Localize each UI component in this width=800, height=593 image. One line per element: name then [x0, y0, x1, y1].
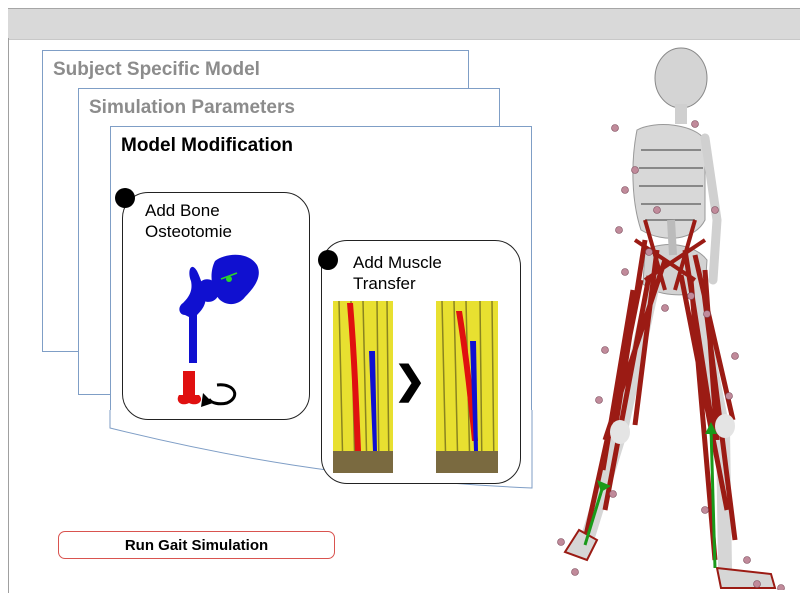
- musculoskeletal-model-view[interactable]: [545, 40, 800, 590]
- muscle-after-image: [436, 301, 498, 473]
- add-bone-osteotomie-card[interactable]: Add Bone Osteotomie: [122, 192, 310, 420]
- simulation-parameters-title: Simulation Parameters: [89, 97, 295, 119]
- run-gait-simulation-button[interactable]: Run Gait Simulation: [58, 531, 335, 559]
- add-muscle-label: Add Muscle Transfer: [353, 252, 442, 294]
- add-muscle-transfer-card[interactable]: Add Muscle Transfer ❯: [321, 240, 521, 484]
- model-modification-title: Model Modification: [121, 135, 293, 157]
- transfer-arrow-icon: ❯: [394, 358, 426, 403]
- bone-card-bullet: [115, 188, 135, 208]
- muscle-before-image: [333, 301, 393, 473]
- femur-osteotomy-icon: [153, 251, 283, 411]
- add-bone-label: Add Bone Osteotomie: [145, 200, 232, 242]
- subject-specific-model-title: Subject Specific Model: [53, 59, 260, 81]
- window-titlebar: [8, 8, 800, 40]
- muscle-card-bullet: [318, 250, 338, 270]
- window-left-border: [8, 38, 9, 593]
